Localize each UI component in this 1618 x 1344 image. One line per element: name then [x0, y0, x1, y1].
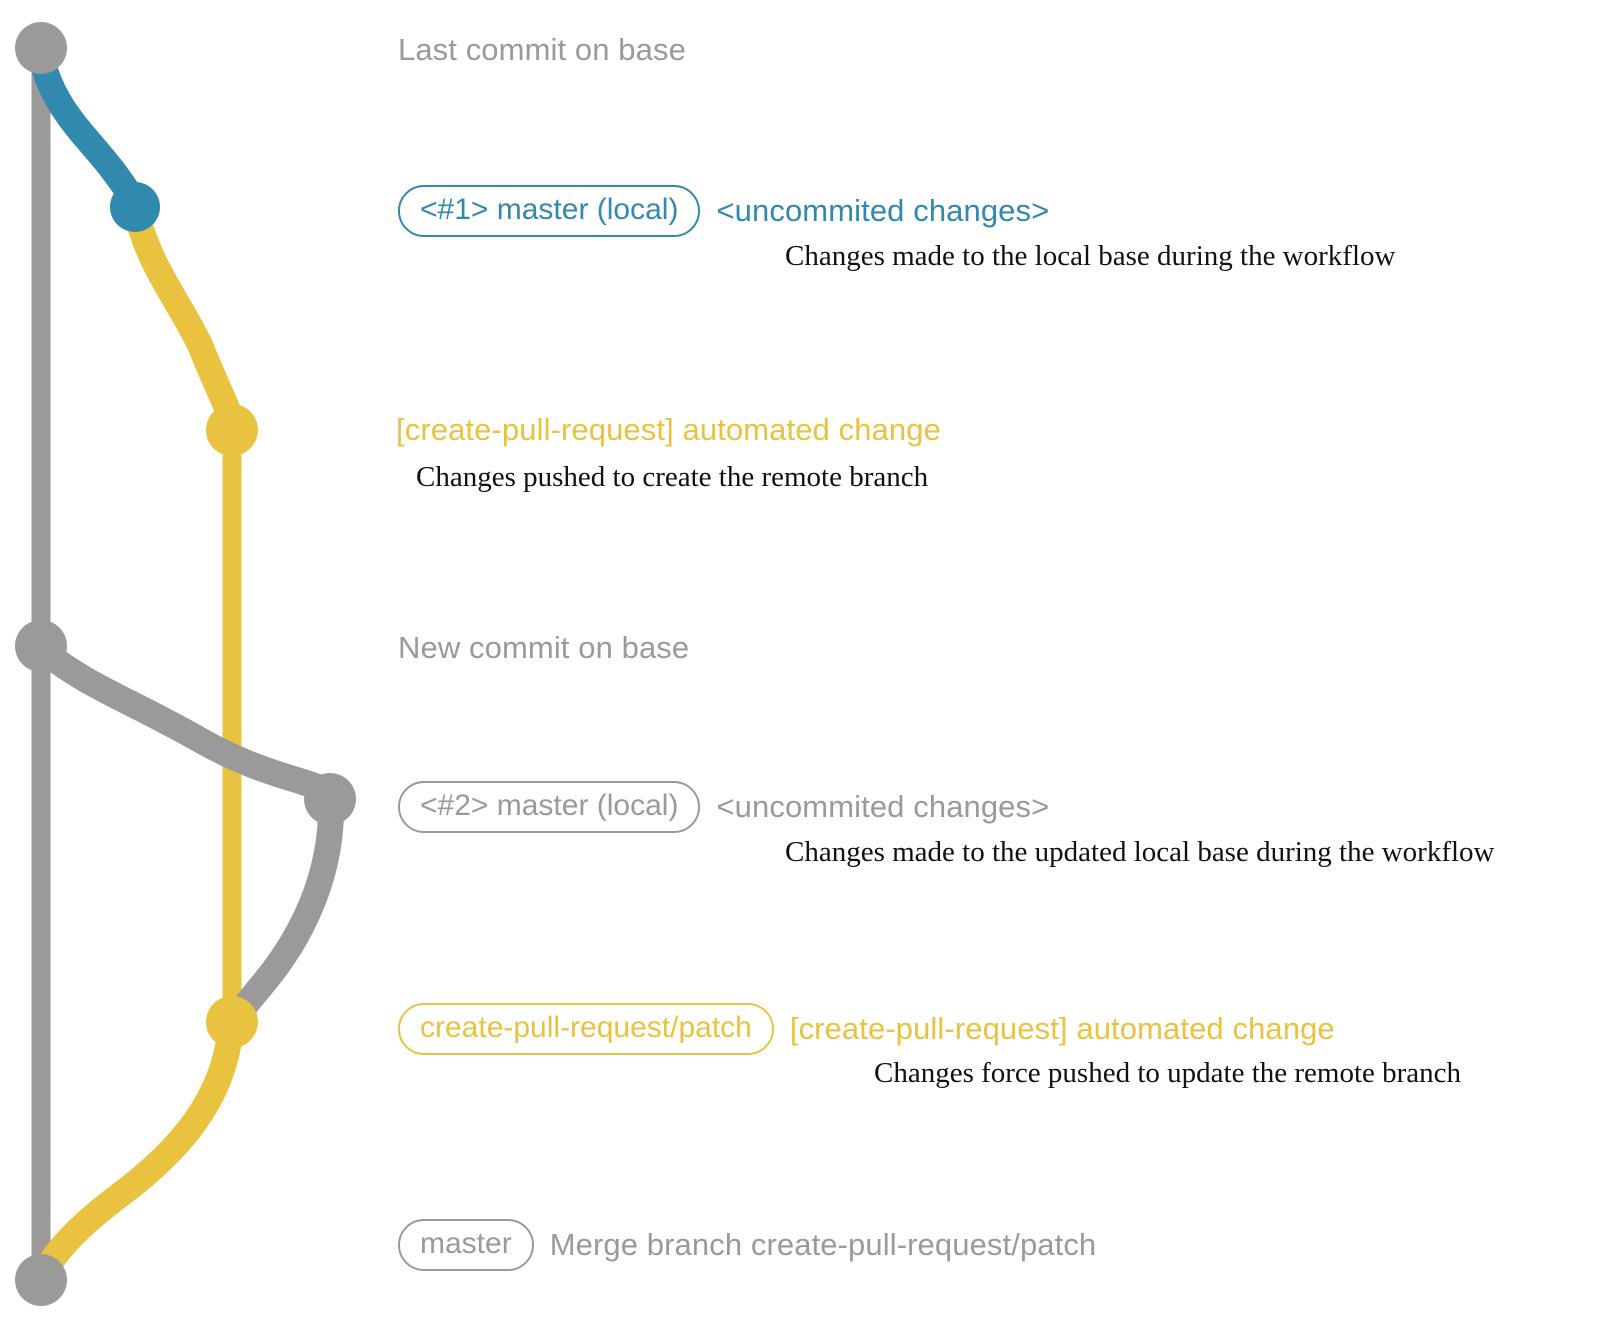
row-automated-change-1: [create-pull-request] automated change: [396, 412, 941, 448]
commit-node-base-2[interactable]: [15, 620, 67, 672]
commit-subject-master-local-2: <uncommited changes>: [716, 788, 1050, 824]
patch-branch-line-upper: [125, 206, 244, 431]
row-master-local-1: <#1> master (local) <uncommited changes>: [398, 185, 1049, 237]
commit-node-local-1[interactable]: [110, 182, 160, 232]
commit-subject-merge-commit: Merge branch create-pull-request/patch: [549, 1226, 1097, 1262]
git-graph-svg: [15, 22, 356, 1306]
commit-node-patch-2[interactable]: [206, 996, 258, 1048]
branch-badge-master-local-1[interactable]: <#1> master (local): [398, 185, 701, 237]
commit-subject-automated-change-2: [create-pull-request] automated change: [789, 1010, 1335, 1046]
commit-node-patch-1[interactable]: [206, 404, 258, 456]
row-new-commit-on-base: New commit on base: [398, 630, 689, 666]
description-master-local-1: Changes made to the local base during th…: [785, 240, 1396, 272]
patch-to-merge-line: [32, 1021, 243, 1285]
detached-branch-line: [32, 639, 337, 803]
description-automated-change-1: Changes pushed to create the remote bran…: [416, 461, 929, 493]
commit-node-base-1[interactable]: [15, 22, 67, 74]
commit-node-merge[interactable]: [15, 1254, 67, 1306]
commit-subject-master-local-1: <uncommited changes>: [716, 192, 1050, 228]
commit-node-local-2[interactable]: [304, 773, 356, 825]
detached-to-patch-line: [221, 799, 344, 1033]
description-automated-change-2: Changes force pushed to update the remot…: [874, 1057, 1462, 1089]
commit-subject-automated-change-1: [create-pull-request] automated change: [396, 412, 941, 447]
branch-badge-master[interactable]: master: [398, 1219, 534, 1271]
local-branch-line: [28, 43, 143, 208]
commit-subject-last-commit-on-base: Last commit on base: [398, 32, 686, 67]
row-merge-commit: master Merge branch create-pull-request/…: [398, 1219, 1096, 1271]
commit-subject-new-commit-on-base: New commit on base: [398, 630, 690, 665]
branch-badge-master-local-2[interactable]: <#2> master (local): [398, 781, 701, 833]
row-master-local-2: <#2> master (local) <uncommited changes>: [398, 781, 1049, 833]
row-automated-change-2: create-pull-request/patch [create-pull-r…: [398, 1003, 1335, 1055]
branch-badge-create-pull-request-patch[interactable]: create-pull-request/patch: [398, 1003, 774, 1055]
row-last-commit-on-base: Last commit on base: [398, 32, 686, 68]
description-master-local-2: Changes made to the updated local base d…: [785, 836, 1495, 868]
